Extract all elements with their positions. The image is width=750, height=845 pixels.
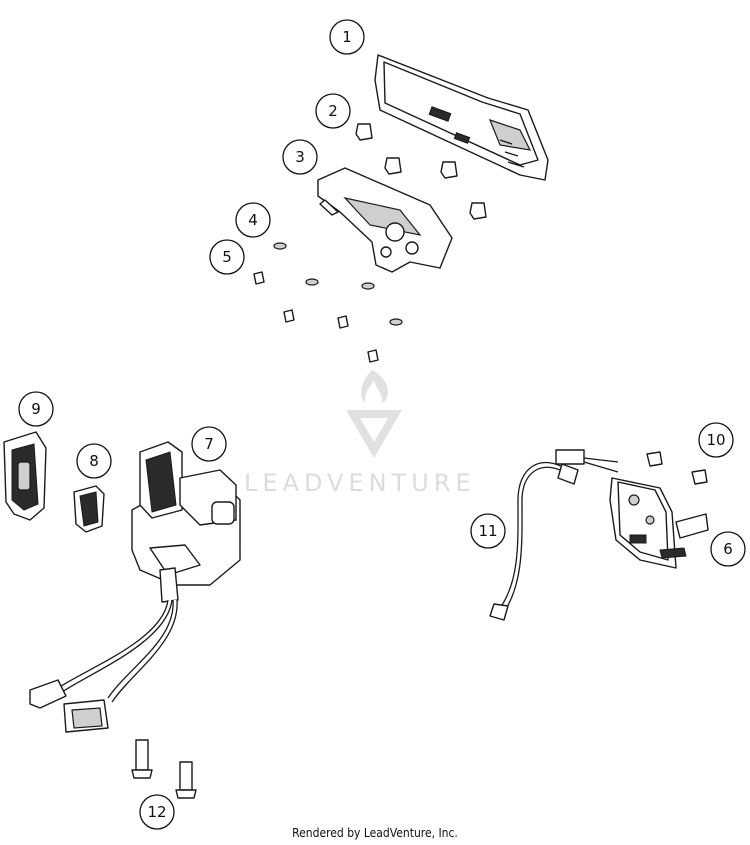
svg-text:11: 11 [478, 522, 497, 540]
callout-6: 6 [710, 531, 746, 567]
callout-5: 5 [209, 239, 245, 275]
mounting-nut-group [355, 123, 487, 220]
dashboard-display [374, 54, 549, 181]
bolt [175, 761, 197, 799]
svg-text:9: 9 [31, 400, 41, 418]
washer [273, 242, 287, 250]
svg-text:4: 4 [248, 211, 258, 229]
key-fob [3, 431, 47, 521]
small-screw-group [646, 451, 708, 485]
nut [355, 123, 373, 141]
display-bracket [317, 167, 453, 273]
callout-1: 1 [329, 19, 365, 55]
callout-11: 11 [470, 513, 506, 549]
callout-3: 3 [282, 139, 318, 175]
svg-text:5: 5 [222, 248, 232, 266]
small-screw [646, 451, 663, 467]
screw [283, 309, 295, 323]
cable [489, 461, 579, 621]
washer [389, 318, 403, 326]
nut [440, 161, 458, 179]
svg-text:7: 7 [204, 435, 214, 453]
svg-text:3: 3 [295, 148, 305, 166]
harness-connector [29, 679, 67, 709]
footer-credit: Rendered by LeadVenture, Inc. [292, 826, 458, 840]
nut [384, 157, 402, 175]
cable-connector [557, 463, 579, 485]
washer-group [273, 242, 403, 326]
washer [361, 282, 375, 290]
callout-12: 12 [139, 794, 175, 830]
control-unit [131, 441, 241, 603]
key-fob-cover [73, 485, 105, 533]
washer [305, 278, 319, 286]
svg-text:6: 6 [723, 540, 733, 558]
watermark-text: LEADVENTURE [244, 469, 476, 497]
watermark: LEADVENTURE [244, 370, 476, 497]
callout-10: 10 [698, 422, 734, 458]
screw [367, 349, 379, 363]
callout-9: 9 [18, 391, 54, 427]
callout-2: 2 [315, 93, 351, 129]
watermark-v-icon [346, 410, 402, 458]
svg-text:10: 10 [706, 431, 725, 449]
svg-text:1: 1 [342, 28, 352, 46]
callout-8: 8 [76, 443, 112, 479]
screw [337, 315, 349, 329]
screw [253, 271, 265, 285]
svg-text:8: 8 [89, 452, 99, 470]
callout-4: 4 [235, 202, 271, 238]
receiver-module [555, 449, 709, 569]
cable-connector [489, 603, 509, 621]
svg-text:2: 2 [328, 102, 338, 120]
svg-text:12: 12 [147, 803, 166, 821]
control-unit-harness [29, 599, 178, 733]
watermark-flame-icon [361, 370, 388, 404]
screw-group [253, 271, 379, 363]
bolt [131, 739, 153, 779]
nut [469, 202, 487, 220]
callout-7: 7 [191, 426, 227, 462]
bolt-group [131, 739, 197, 799]
small-screw [691, 469, 708, 485]
